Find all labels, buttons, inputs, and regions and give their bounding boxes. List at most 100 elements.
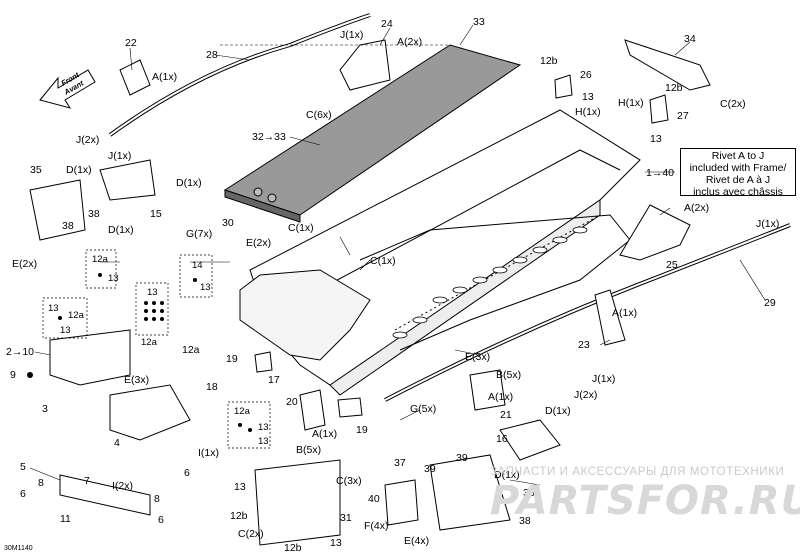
callout: 37 (394, 457, 406, 469)
callout: C(2x) (238, 528, 264, 540)
rail-left-28 (108, 13, 371, 137)
rivet-note-box: Rivet A to J included with Frame/ Rivet … (680, 148, 796, 198)
fastener-boxes (42, 249, 271, 449)
callout: B(5x) (496, 369, 521, 381)
skid-7 (59, 474, 151, 516)
bracket-25 (619, 204, 691, 261)
callout: D(1x) (66, 164, 92, 176)
callout: 8 (154, 493, 160, 505)
callout: A(2x) (397, 36, 422, 48)
callout: 19 (356, 424, 368, 436)
callout: D(1x) (108, 224, 134, 236)
callout: 32→33 (252, 131, 286, 143)
callout: 13 (147, 287, 158, 298)
callout: 13 (582, 91, 594, 103)
callout: F(4x) (364, 520, 389, 532)
callout: 13 (258, 436, 269, 447)
front-direction-arrow: Front Avant (39, 69, 96, 109)
callout: J(1x) (592, 373, 615, 385)
callout: E(3x) (465, 351, 490, 363)
plate-18 (337, 397, 363, 418)
callout: 4 (114, 437, 120, 449)
callout: 9 (10, 369, 16, 381)
callout: 36 (523, 487, 535, 499)
callout: 35 (30, 164, 42, 176)
callout: 15 (150, 208, 162, 220)
callout: A(2x) (684, 202, 709, 214)
callout: H(1x) (618, 97, 644, 109)
callout: 31 (340, 512, 352, 524)
callout: J(1x) (108, 150, 131, 162)
callout: C(2x) (720, 98, 746, 110)
callout: 26 (580, 69, 592, 81)
callout: 18 (206, 381, 218, 393)
callout: C(1x) (288, 222, 314, 234)
callout: C(6x) (306, 109, 332, 121)
callout: 21 (500, 409, 512, 421)
callout: D(1x) (176, 177, 202, 189)
bracket-23 (594, 289, 626, 346)
callout: 2→10 (6, 346, 34, 358)
callout: 13 (60, 325, 71, 336)
tunnel-heat-exchanger (223, 44, 522, 223)
diagram-id: 30M1140 (4, 545, 33, 552)
callout: A(1x) (612, 307, 637, 319)
callout: 6 (158, 514, 164, 526)
callout: 40 (368, 493, 380, 505)
callout: 17 (268, 374, 280, 386)
callout: C(1x) (370, 255, 396, 267)
callout: H(1x) (575, 106, 601, 118)
bracket-27 (649, 94, 669, 124)
callout: D(1x) (494, 469, 520, 481)
callout: 7 (84, 475, 90, 487)
callout: 30 (222, 217, 234, 229)
cover-31 (254, 459, 341, 546)
callout: J(1x) (756, 218, 779, 230)
callout: E(4x) (404, 535, 429, 547)
callout: 12a (234, 406, 251, 417)
callout: J(2x) (76, 134, 99, 146)
callout: 12a (182, 344, 200, 356)
callout: 22 (125, 37, 137, 49)
callout-labels: 22 A(1x) 28 24 J(1x) A(2x) 33 C(6x) 34 C… (6, 16, 779, 554)
callout: 39 (424, 463, 436, 475)
callout: 28 (206, 49, 218, 61)
callout: 39 (456, 452, 468, 464)
callout: 5 (20, 461, 26, 473)
callout: J(1x) (340, 29, 363, 41)
bracket-34 (624, 39, 711, 91)
bracket-16 (499, 419, 561, 461)
callout: G(7x) (186, 228, 212, 240)
callout: E(3x) (124, 374, 149, 386)
callout: A(1x) (312, 428, 337, 440)
tunnel-frame (239, 109, 641, 396)
callout: 25 (666, 259, 678, 271)
callout: 13 (48, 303, 59, 314)
callout: 6 (184, 467, 190, 479)
callout: 6 (20, 488, 26, 500)
leader-lines (29, 24, 766, 486)
callout: 20 (286, 396, 298, 408)
bracket-21 (469, 369, 506, 411)
watermark-logo: PARTSFOR.RU (490, 478, 800, 524)
rivet-note-line1: Rivet A to J (711, 150, 765, 162)
callout: 16 (496, 433, 508, 445)
watermark-tagline: ЗАПЧАСТИ И АКСЕССУАРЫ ДЛЯ МОТОТЕХНИКИ (490, 466, 785, 478)
callout: 12a (92, 254, 109, 265)
callout: 23 (578, 339, 590, 351)
callout: 19 (226, 353, 238, 365)
callout: 33 (473, 16, 485, 28)
bracket-22 (119, 59, 151, 96)
bracket-20 (299, 389, 326, 431)
callout: 8 (38, 477, 44, 489)
callout: 12b (665, 82, 683, 94)
callout: 27 (677, 110, 689, 122)
callout: 38 (88, 208, 100, 220)
callout: 13 (258, 422, 269, 433)
callout: 13 (200, 282, 211, 293)
callout: 3 (42, 403, 48, 415)
bracket-36 (429, 454, 511, 531)
plate-17 (254, 351, 273, 373)
fasteners (27, 273, 252, 432)
plate-40 (384, 479, 419, 526)
